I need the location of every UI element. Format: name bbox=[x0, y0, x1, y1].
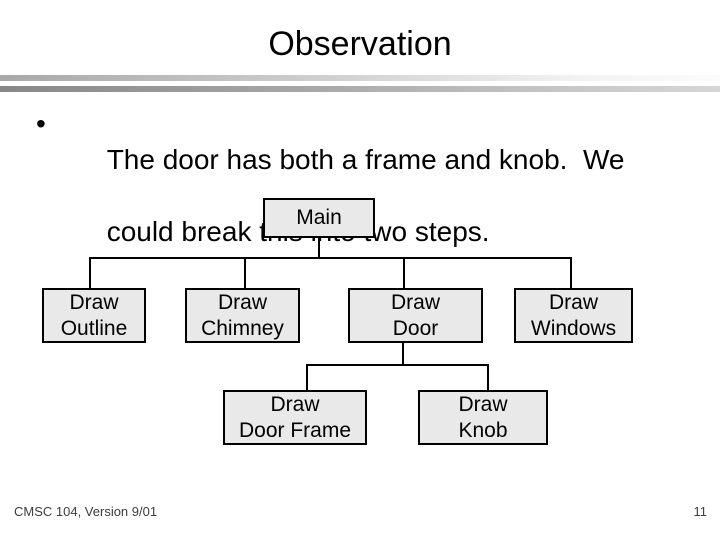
node-draw-outline: Draw Outline bbox=[42, 288, 146, 343]
connector-drop-door bbox=[403, 257, 405, 288]
node-main: Main bbox=[263, 198, 375, 238]
footer-page-number: 11 bbox=[693, 504, 708, 519]
connector-drop-chimney bbox=[244, 257, 246, 288]
footer-course-label: CMSC 104, Version 9/01 bbox=[14, 504, 158, 519]
node-draw-door-frame: Draw Door Frame bbox=[223, 390, 367, 445]
node-draw-door-frame-line-2: Door Frame bbox=[238, 418, 352, 442]
node-draw-windows-line-2: Windows bbox=[530, 316, 617, 340]
connector-drop-door-frame bbox=[306, 364, 308, 390]
node-draw-door-line-1: Draw bbox=[390, 290, 440, 314]
node-main-label: Main bbox=[296, 206, 342, 229]
connector-drop-windows bbox=[570, 257, 572, 288]
node-draw-outline-line-2: Outline bbox=[60, 316, 128, 340]
bullet-marker: • bbox=[36, 108, 46, 139]
node-draw-outline-line-1: Draw bbox=[69, 290, 119, 314]
title-divider-bottom bbox=[0, 86, 720, 92]
title-divider-top bbox=[0, 75, 720, 81]
slide-title: Observation bbox=[268, 25, 452, 63]
connector-drop-outline bbox=[89, 257, 91, 288]
node-draw-chimney: Draw Chimney bbox=[185, 288, 300, 343]
connector-level3-horizontal bbox=[306, 364, 489, 366]
node-draw-knob: Draw Knob bbox=[418, 390, 548, 445]
node-draw-windows-line-1: Draw bbox=[548, 290, 598, 314]
bullet-text-line-1: The door has both a frame and knob. We bbox=[106, 144, 625, 175]
connector-door-down bbox=[402, 343, 404, 365]
connector-level2-horizontal bbox=[89, 257, 572, 259]
connector-main-down bbox=[318, 238, 320, 258]
node-draw-door-line-2: Door bbox=[392, 316, 439, 340]
node-draw-chimney-line-1: Draw bbox=[217, 290, 267, 314]
node-draw-chimney-line-2: Chimney bbox=[201, 316, 284, 340]
node-draw-knob-line-2: Knob bbox=[458, 418, 508, 442]
node-draw-windows: Draw Windows bbox=[514, 288, 633, 343]
node-draw-knob-line-1: Draw bbox=[458, 392, 508, 416]
connector-drop-knob bbox=[487, 364, 489, 390]
node-draw-door-frame-line-1: Draw bbox=[270, 392, 320, 416]
node-draw-door: Draw Door bbox=[348, 288, 483, 343]
